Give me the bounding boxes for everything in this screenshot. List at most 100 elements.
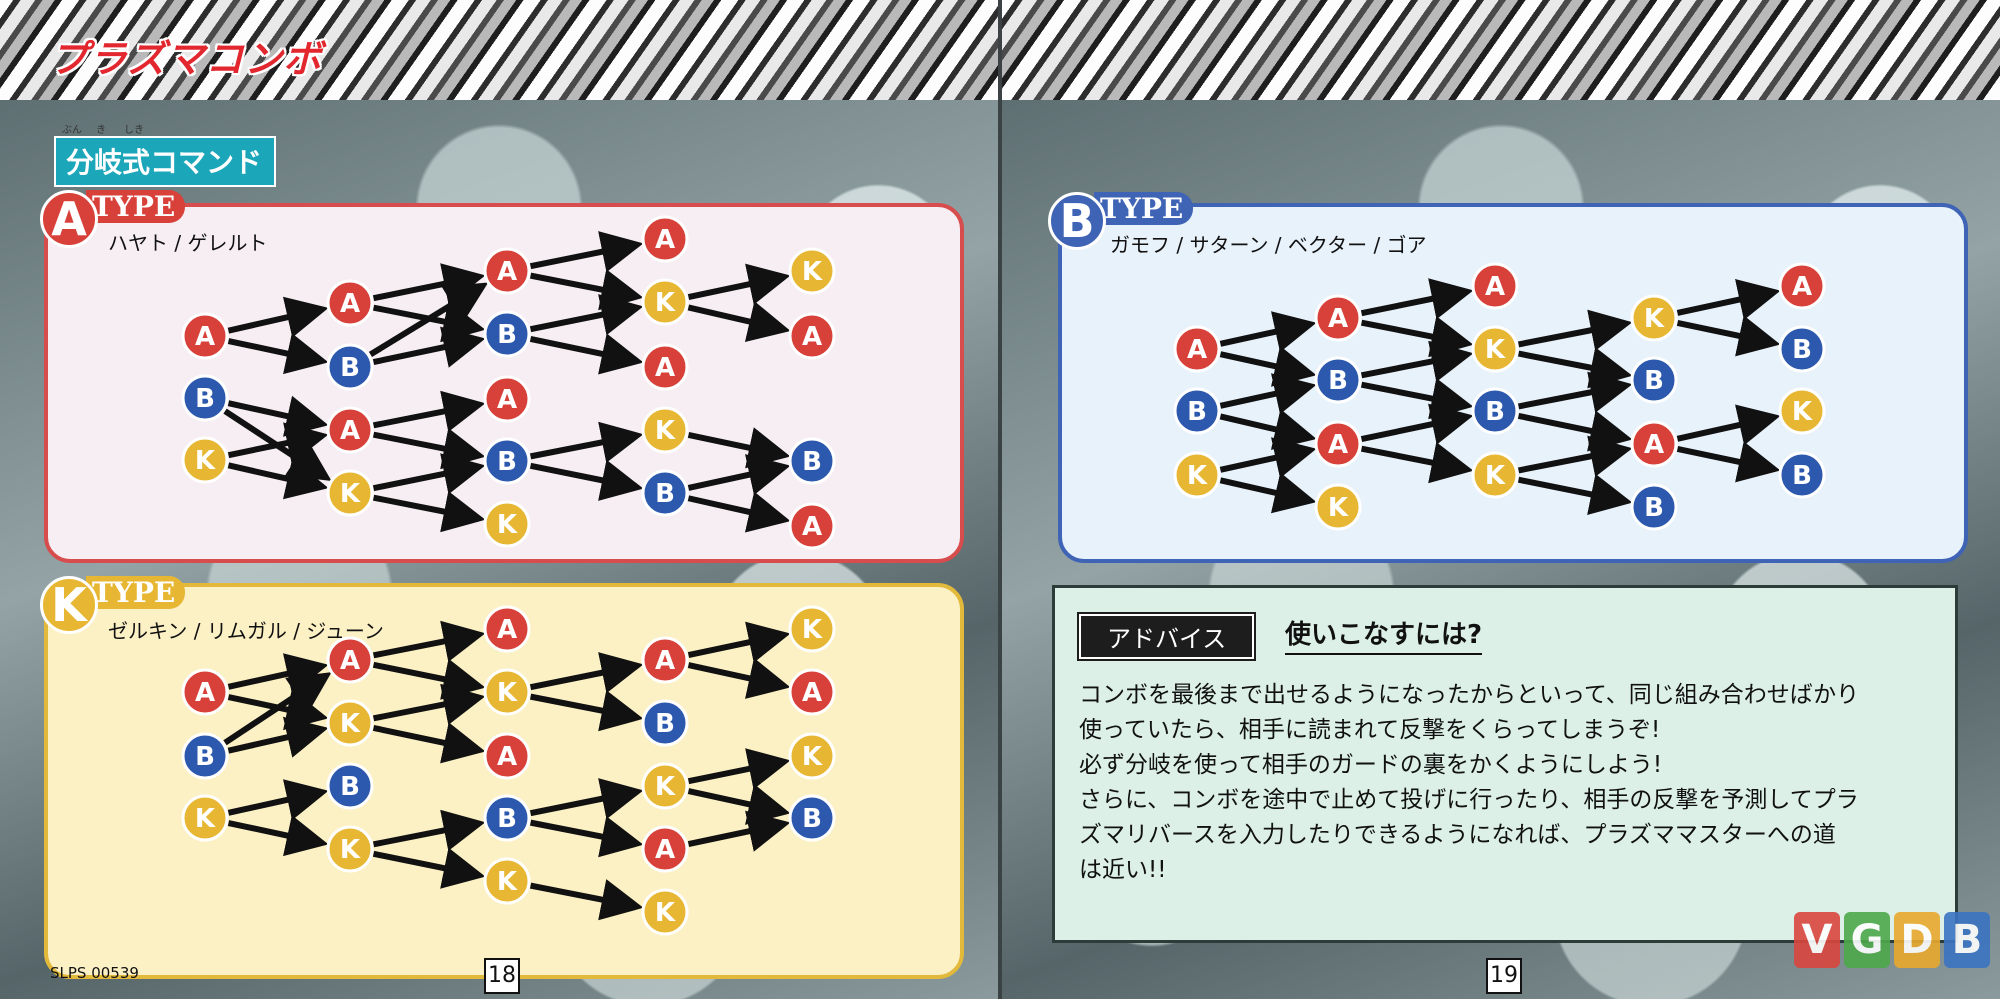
a-type-characters: ハヤト / ゲレルト	[108, 231, 268, 255]
combo-arrow	[227, 296, 329, 338]
combo-arrow	[1219, 345, 1317, 387]
node-circle	[181, 374, 229, 422]
node-circle	[1630, 420, 1678, 468]
node-circle	[181, 668, 229, 716]
combo-node: K	[483, 668, 531, 716]
combo-arrow	[1676, 278, 1781, 321]
node-circle	[1173, 451, 1221, 499]
node-circle	[326, 343, 374, 391]
combo-node: B	[641, 699, 689, 747]
combo-arrow	[372, 390, 486, 432]
combo-arrow	[529, 269, 644, 311]
combo-arrow	[372, 809, 486, 851]
node-label: A	[340, 289, 360, 319]
combo-arrow	[687, 263, 791, 305]
node-label: A	[1792, 272, 1812, 302]
combo-node: A	[1778, 262, 1826, 310]
combo-node: A	[788, 668, 836, 716]
combo-arrow	[372, 301, 486, 343]
combo-node: B	[788, 794, 836, 842]
node-label: B	[497, 447, 517, 477]
node-label: K	[655, 416, 676, 446]
combo-node: K	[641, 278, 689, 326]
node-label: K	[655, 772, 676, 802]
combo-arrow	[372, 658, 486, 700]
node-circle	[326, 406, 374, 454]
node-label: A	[655, 353, 675, 383]
node-label: B	[655, 709, 675, 739]
node-circle	[483, 375, 531, 423]
combo-arrow	[227, 395, 329, 437]
page-number-right: 19	[1486, 958, 1522, 994]
combo-arrow	[227, 422, 329, 464]
a-type-letter: A	[40, 190, 98, 248]
node-circle	[788, 437, 836, 485]
combo-node: K	[326, 699, 374, 747]
combo-node: B	[788, 437, 836, 485]
combo-node: A	[1471, 262, 1519, 310]
combo-arrow	[1360, 403, 1474, 445]
node-label: K	[340, 835, 361, 865]
node-circle	[1471, 451, 1519, 499]
node-label: K	[1328, 493, 1349, 523]
node-label: B	[1187, 397, 1207, 427]
node-label: A	[497, 257, 517, 287]
combo-node: K	[641, 888, 689, 936]
logo-letter: B	[1944, 912, 1990, 968]
node-circle	[181, 312, 229, 360]
node-label: A	[655, 646, 675, 676]
combo-arrow	[529, 816, 644, 858]
node-circle	[483, 668, 531, 716]
section-label: 分岐式コマンド	[54, 136, 277, 187]
ruby-bun: ぶん	[62, 125, 82, 136]
combo-node: A	[1314, 420, 1362, 468]
node-label: A	[497, 742, 517, 772]
combo-arrow	[687, 783, 791, 825]
node-label: K	[1485, 461, 1506, 491]
node-label: B	[802, 447, 822, 477]
node-circle	[483, 437, 531, 485]
node-label: A	[1328, 430, 1348, 460]
combo-arrow	[529, 459, 644, 501]
combo-node: B	[1630, 483, 1678, 531]
node-circle	[1778, 451, 1826, 499]
node-circle	[641, 469, 689, 517]
node-circle	[1630, 294, 1678, 342]
node-label: B	[340, 772, 360, 802]
combo-arrow	[227, 779, 329, 821]
combo-arrow	[372, 722, 486, 764]
node-circle	[1314, 483, 1362, 531]
node-circle	[1630, 356, 1678, 404]
node-circle	[1471, 387, 1519, 435]
advice-line: ズマリバースを入力したりできるようになれば、プラズママスターへの道	[1079, 822, 1836, 848]
node-label: B	[802, 804, 822, 834]
b-type-panel: ガモフ / サターン / ベクター / ゴア	[1058, 203, 1968, 563]
combo-node: A	[788, 312, 836, 360]
node-label: K	[497, 510, 518, 540]
combo-arrow	[1219, 373, 1317, 415]
combo-arrow	[687, 748, 791, 790]
combo-node: A	[326, 406, 374, 454]
combo-node: A	[326, 279, 374, 327]
ruby-ki: き	[96, 125, 106, 136]
node-circle	[326, 636, 374, 684]
node-circle	[788, 312, 836, 360]
node-label: A	[802, 678, 822, 708]
combo-arrow	[1517, 410, 1633, 452]
node-label: A	[1644, 430, 1664, 460]
node-circle	[788, 247, 836, 295]
advice-line: 必ず分岐を使って相手のガードの裏をかくようにしよう!	[1079, 752, 1663, 778]
combo-arrow	[687, 301, 791, 343]
combo-node: A	[483, 375, 531, 423]
node-circle	[788, 732, 836, 780]
combo-arrow	[1676, 404, 1781, 446]
combo-arrow	[1517, 473, 1633, 515]
node-label: K	[340, 709, 361, 739]
node-circle	[641, 215, 689, 263]
node-label: K	[802, 615, 823, 645]
node-label: K	[655, 898, 676, 928]
combo-arrow	[529, 778, 644, 820]
combo-arrow	[1360, 278, 1474, 320]
combo-node: B	[1173, 387, 1221, 435]
node-circle	[181, 732, 229, 780]
